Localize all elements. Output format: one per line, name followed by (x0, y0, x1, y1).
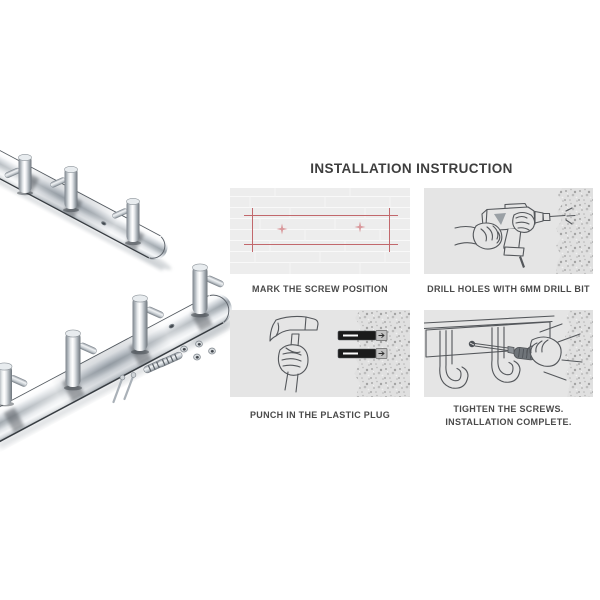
hammer-plug-art (230, 310, 410, 397)
drill-sparks (565, 207, 576, 225)
screw-caps (180, 340, 216, 361)
wall-texture (556, 188, 593, 274)
step1-caption: MARK THE SCREW POSITION (252, 284, 388, 294)
step2-caption: DRILL HOLES WITH 6MM DRILL BIT (427, 284, 590, 294)
rail-top-hooks (4, 154, 141, 246)
step4-caption-line2: INSTALLATION COMPLETE. (445, 417, 572, 427)
screwdriver-hooks-art (424, 310, 593, 397)
wall-plugs (143, 351, 183, 374)
step-4: TIGHTEN THE SCREWS. INSTALLATION COMPLET… (424, 310, 593, 429)
step4-caption-line1: TIGHTEN THE SCREWS. (453, 404, 564, 414)
step2-illustration-drill (424, 188, 593, 274)
step-1: MARK THE SCREW POSITION (230, 188, 410, 296)
hand-icon (277, 344, 309, 393)
page-title: INSTALLATION INSTRUCTION (310, 161, 513, 176)
marking-outline (244, 208, 398, 252)
screw-mark-right (354, 221, 366, 233)
hook-rail-top (0, 135, 172, 272)
hand-icon (526, 323, 583, 381)
step4-illustration-tighten (424, 310, 593, 397)
hands-icon (454, 211, 536, 250)
step3-caption: PUNCH IN THE PLASTIC PLUG (249, 410, 390, 420)
step-3: PUNCH IN THE PLASTIC PLUG (230, 310, 410, 422)
step-2: DRILL HOLES WITH 6MM DRILL BIT (424, 188, 593, 296)
wall-marking-art (230, 188, 410, 274)
brick-joints (230, 188, 410, 274)
plastic-plugs-icon (337, 330, 388, 359)
motion-lines (539, 323, 567, 381)
wall-texture (565, 310, 593, 397)
step3-illustration-hammer (230, 310, 410, 397)
screw-mark-left (276, 223, 288, 235)
rail-bottom-hooks (0, 263, 224, 407)
hook-rail-bottom (0, 263, 238, 449)
step4-caption: TIGHTEN THE SCREWS. INSTALLATION COMPLET… (424, 403, 593, 429)
step1-illustration-mark-screw-position (230, 188, 410, 274)
hand-drill-art (424, 188, 593, 274)
mounting-screws (112, 372, 137, 404)
